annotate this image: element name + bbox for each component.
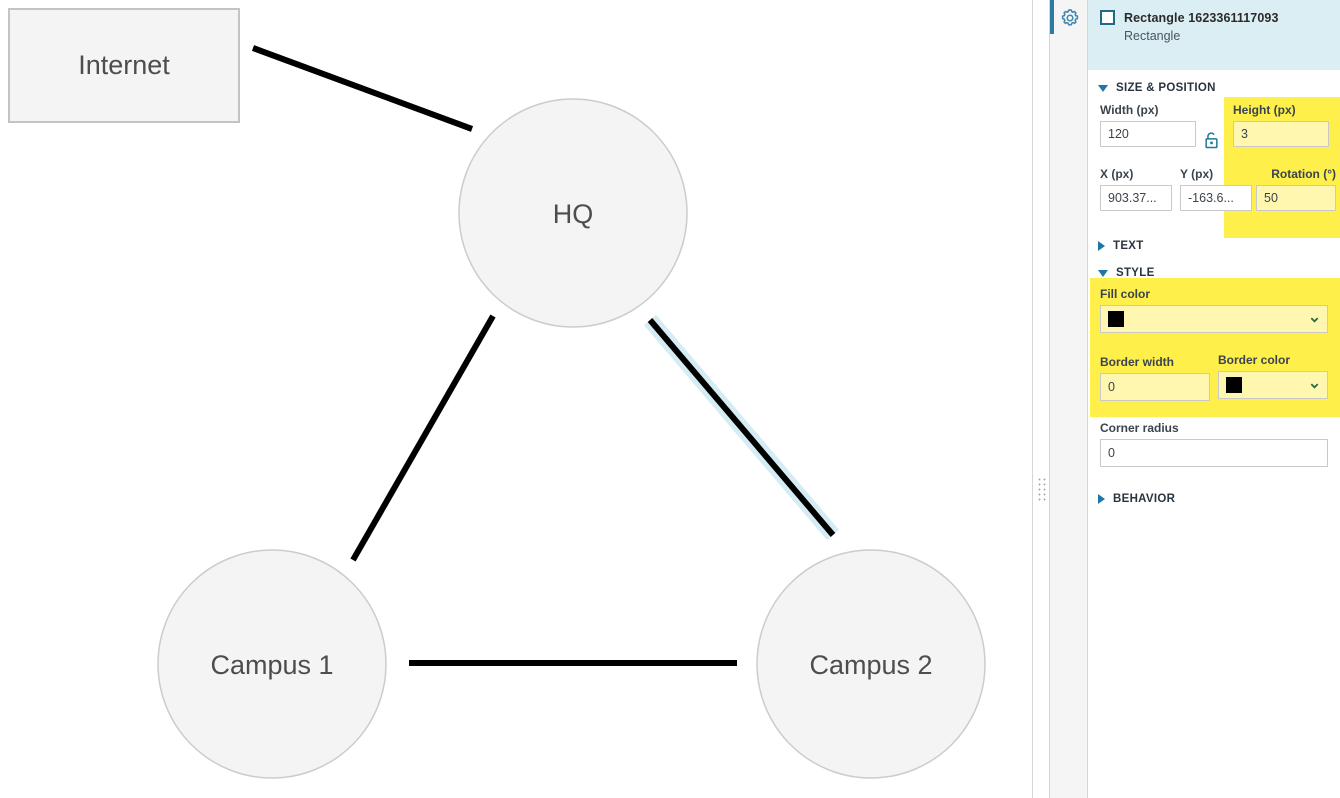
section-header-text[interactable]: TEXT bbox=[1088, 234, 1340, 258]
y-input[interactable]: -163.6... bbox=[1180, 185, 1252, 211]
section-header-style[interactable]: STYLE bbox=[1088, 261, 1340, 285]
splitter-grip-icon[interactable] bbox=[1038, 478, 1046, 502]
panel-icon-rail bbox=[1050, 0, 1088, 798]
x-input[interactable]: 903.37... bbox=[1100, 185, 1172, 211]
field-height: Height (px) 3 bbox=[1233, 103, 1329, 147]
node-campus2[interactable] bbox=[756, 549, 986, 779]
aspect-ratio-lock-icon[interactable] bbox=[1204, 131, 1222, 151]
node-hq-label: HQ bbox=[553, 199, 594, 229]
node-internet[interactable] bbox=[8, 8, 240, 123]
rail-active-indicator bbox=[1050, 0, 1054, 34]
node-campus1-label: Campus 1 bbox=[210, 650, 333, 680]
field-border-color-label: Border color bbox=[1218, 353, 1291, 367]
field-corner-radius: Corner radius 0 bbox=[1100, 421, 1328, 467]
diagram-canvas[interactable]: Internet HQ Campus 1 Campus 2 bbox=[0, 0, 1032, 798]
highlight-size-column bbox=[1224, 97, 1340, 238]
selected-object-type: Rectangle bbox=[1124, 29, 1181, 43]
panel-header: Rectangle 1623361117093 Rectangle bbox=[1088, 0, 1340, 70]
chevron-down-icon bbox=[1310, 382, 1319, 389]
gear-icon[interactable] bbox=[1057, 5, 1083, 31]
field-height-label: Height (px) bbox=[1233, 103, 1296, 117]
field-rotation-label: Rotation (°) bbox=[1271, 167, 1336, 181]
node-campus1[interactable] bbox=[157, 549, 387, 779]
section-label-behavior: BEHAVIOR bbox=[1113, 493, 1176, 505]
field-border-color: Border color bbox=[1218, 353, 1328, 399]
field-width-label: Width (px) bbox=[1100, 103, 1159, 117]
corner-radius-input[interactable]: 0 bbox=[1100, 439, 1328, 467]
field-fill-color: Fill color bbox=[1100, 287, 1328, 333]
section-label-style: STYLE bbox=[1116, 267, 1155, 279]
section-header-size-position[interactable]: SIZE & POSITION bbox=[1088, 76, 1340, 100]
edge-hq-campus2[interactable] bbox=[647, 318, 836, 537]
panel-splitter[interactable] bbox=[1032, 0, 1050, 798]
chevron-right-icon bbox=[1098, 494, 1105, 504]
field-width: Width (px) 120 bbox=[1100, 103, 1196, 147]
border-color-swatch bbox=[1226, 377, 1242, 393]
rotation-input[interactable]: 50 bbox=[1256, 185, 1336, 211]
field-x: X (px) 903.37... bbox=[1100, 167, 1172, 211]
chevron-down-icon bbox=[1098, 269, 1108, 277]
fill-color-select[interactable] bbox=[1100, 305, 1328, 333]
node-internet-label: Internet bbox=[78, 50, 170, 80]
field-rotation: Rotation (°) 50 bbox=[1256, 167, 1336, 211]
edge-internet-hq[interactable] bbox=[251, 45, 474, 132]
border-color-select[interactable] bbox=[1218, 371, 1328, 399]
chevron-down-icon bbox=[1310, 316, 1319, 323]
section-label-text: TEXT bbox=[1113, 240, 1144, 252]
field-border-width-label: Border width bbox=[1100, 355, 1174, 369]
selected-object-title: Rectangle 1623361117093 bbox=[1124, 10, 1279, 25]
node-campus2-label: Campus 2 bbox=[809, 650, 932, 680]
section-label-size-position: SIZE & POSITION bbox=[1116, 82, 1216, 94]
field-x-label: X (px) bbox=[1100, 167, 1134, 181]
height-input[interactable]: 3 bbox=[1233, 121, 1329, 147]
section-header-behavior[interactable]: BEHAVIOR bbox=[1088, 487, 1340, 511]
chevron-right-icon bbox=[1098, 241, 1105, 251]
border-width-input[interactable]: 0 bbox=[1100, 373, 1210, 401]
field-fill-color-label: Fill color bbox=[1100, 287, 1151, 301]
field-y-label: Y (px) bbox=[1180, 167, 1214, 181]
node-hq[interactable] bbox=[458, 98, 688, 328]
width-input[interactable]: 120 bbox=[1100, 121, 1196, 147]
field-corner-radius-label: Corner radius bbox=[1100, 421, 1179, 435]
properties-panel: Rectangle 1623361117093 Rectangle SIZE &… bbox=[1088, 0, 1340, 798]
field-border-width: Border width 0 bbox=[1100, 355, 1210, 401]
field-y: Y (px) -163.6... bbox=[1180, 167, 1252, 211]
fill-color-swatch bbox=[1108, 311, 1124, 327]
edge-hq-campus1[interactable] bbox=[350, 314, 496, 562]
chevron-down-icon bbox=[1098, 84, 1108, 92]
rectangle-shape-icon bbox=[1100, 10, 1115, 25]
